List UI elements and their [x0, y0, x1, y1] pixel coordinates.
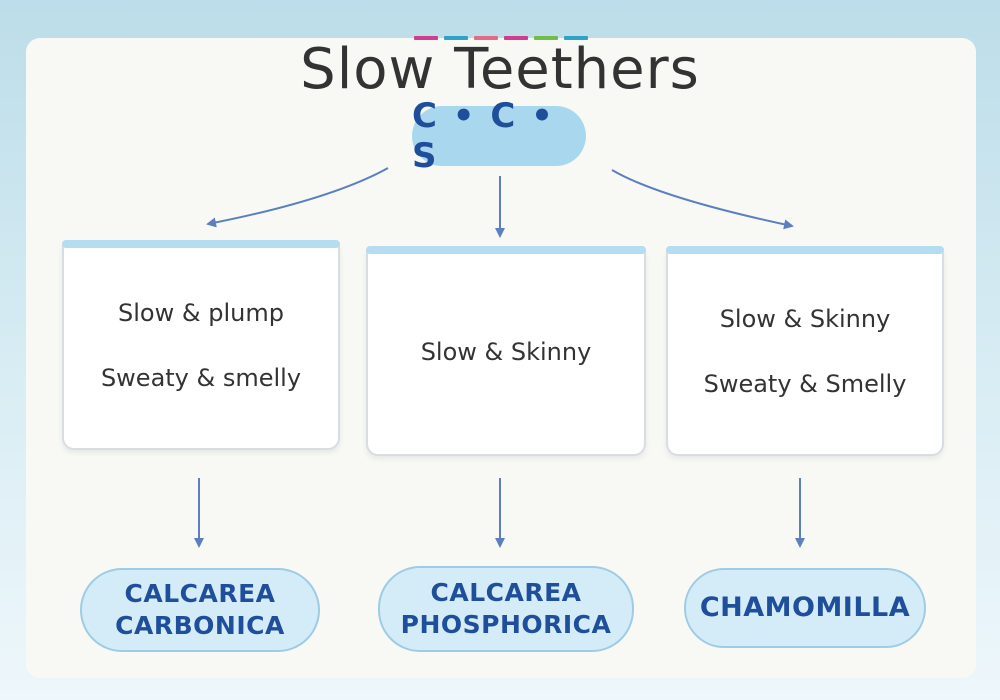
- color-strip: [414, 36, 588, 40]
- color-strip-segment: [474, 36, 498, 40]
- remedy-line: CALCAREA: [430, 577, 582, 607]
- symptom-box-3: Slow & Skinny Sweaty & Smelly: [666, 246, 944, 456]
- symptom-line: Slow & Skinny: [719, 305, 891, 334]
- remedy-chamomilla: CHAMOMILLA: [684, 568, 926, 648]
- color-strip-segment: [444, 36, 468, 40]
- symptom-line: Slow & Skinny: [420, 337, 592, 366]
- box-header-bar: [366, 246, 646, 254]
- symptom-line: Sweaty & smelly: [100, 364, 302, 392]
- remedy-calcarea-carbonica: CALCAREA CARBONICA: [80, 568, 320, 652]
- arrow-to-box-1: [206, 167, 389, 228]
- symptom-line: Sweaty & Smelly: [703, 370, 907, 398]
- diagram-title: Slow Teethers: [300, 37, 700, 102]
- remedy-line: CHAMOMILLA: [699, 592, 911, 624]
- remedy-calcarea-phosphorica: CALCAREA PHOSPHORICA: [378, 566, 634, 652]
- symptom-line: Slow & plump: [118, 299, 284, 328]
- symptom-box-1: Slow & plump Sweaty & smelly: [62, 240, 340, 450]
- remedy-line: CALCAREA: [124, 578, 276, 608]
- remedy-line: PHOSPHORICA: [400, 610, 612, 639]
- color-strip-segment: [414, 36, 438, 40]
- box-header-bar: [62, 240, 340, 248]
- color-strip-segment: [534, 36, 558, 40]
- remedy-line: CARBONICA: [115, 611, 285, 640]
- arrow-to-box-3: [611, 169, 794, 230]
- color-strip-segment: [504, 36, 528, 40]
- box-header-bar: [666, 246, 944, 254]
- color-strip-segment: [564, 36, 588, 40]
- symptom-box-2: Slow & Skinny: [366, 246, 646, 456]
